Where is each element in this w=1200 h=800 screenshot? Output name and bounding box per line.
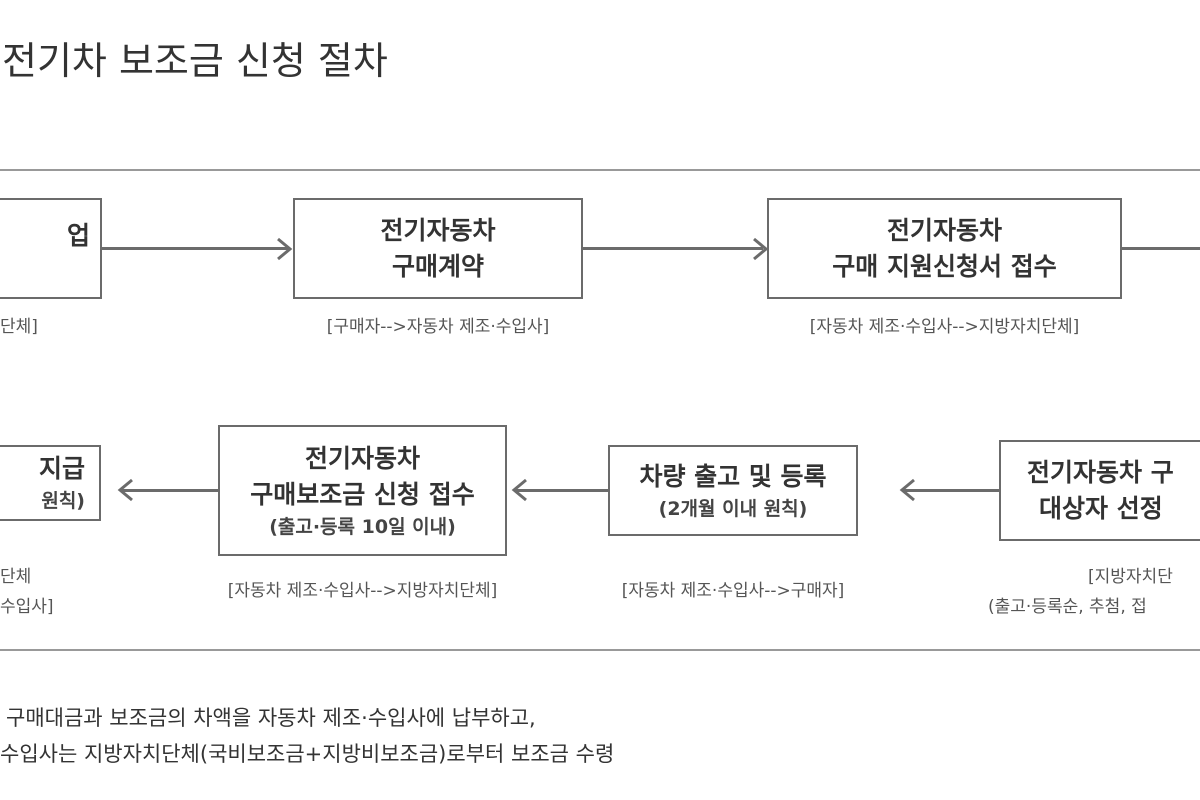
divider-bottom xyxy=(0,649,1200,651)
step-label-2: [구매자-->자동차 제조·수입사] xyxy=(326,317,550,337)
step-title: 전기자동차 구 xyxy=(1027,457,1174,487)
step-subtitle: 원칙) xyxy=(41,490,85,512)
step-label-3: [자동차 제조·수입사-->지방자치단체] xyxy=(809,317,1080,337)
step-label: [자동차 제조·수입사-->구매자] xyxy=(621,581,845,601)
arrow-head-right-icon xyxy=(277,237,293,261)
step-title: 업 xyxy=(66,221,90,250)
step-label: [지방자치단 xyxy=(1088,567,1173,587)
step-title: 대상자 선정 xyxy=(1039,493,1163,523)
step-label: 단체 xyxy=(0,567,32,587)
flow-arrow-1 xyxy=(102,247,288,250)
step-title: 구매계약 xyxy=(391,251,484,281)
flow-arrow-5 xyxy=(514,489,608,492)
arrow-head-right-icon xyxy=(753,237,769,261)
step-title: 지급 xyxy=(38,454,85,483)
step-subtitle: (출고·등록 10일 이내) xyxy=(269,515,456,538)
step-label-1: 단체] xyxy=(0,317,38,337)
step-box-subsidy-application: 전기자동차 구매보조금 신청 접수 (출고·등록 10일 이내) xyxy=(218,425,507,556)
step-title: 구매보조금 신청 접수 xyxy=(250,479,475,509)
divider-top xyxy=(0,169,1200,171)
step-title: 전기자동차 xyxy=(380,215,496,245)
step-label: [자동차 제조·수입사-->지방자치단체] xyxy=(227,581,498,601)
step-box-selection: 전기자동차 구 대상자 선정 xyxy=(999,440,1200,541)
step-title: 전기자동차 xyxy=(304,443,420,473)
page-title: 전기차 보조금 신청 절차 xyxy=(2,39,388,83)
step-box-1: 업 xyxy=(0,198,102,299)
step-title: 전기자동차 xyxy=(886,215,1002,245)
step-title: 차량 출고 및 등록 xyxy=(639,461,827,491)
step-label: (출고·등록순, 추첨, 접 xyxy=(988,597,1147,617)
flow-arrow-3 xyxy=(1122,247,1200,250)
flow-arrow-6 xyxy=(902,489,1000,492)
step-title: 구매 지원신청서 접수 xyxy=(832,251,1057,281)
flow-arrow-4 xyxy=(120,489,218,492)
step-subtitle: (2개월 이내 원칙) xyxy=(658,497,808,520)
flow-arrow-2 xyxy=(583,247,763,250)
step-box-delivery: 차량 출고 및 등록 (2개월 이내 원칙) xyxy=(608,445,858,536)
step-box-3: 전기자동차 구매 지원신청서 접수 xyxy=(767,198,1122,299)
note-line-1: 구매대금과 보조금의 차액을 자동차 제조·수입사에 납부하고, xyxy=(6,706,536,730)
step-box-payment: 지급 원칙) xyxy=(0,445,101,521)
step-label: 수입사] xyxy=(0,597,54,617)
step-box-2: 전기자동차 구매계약 xyxy=(293,198,583,299)
note-line-2: 수입사는 지방자치단체(국비보조금+지방비보조금)로부터 보조금 수령 xyxy=(0,742,615,766)
